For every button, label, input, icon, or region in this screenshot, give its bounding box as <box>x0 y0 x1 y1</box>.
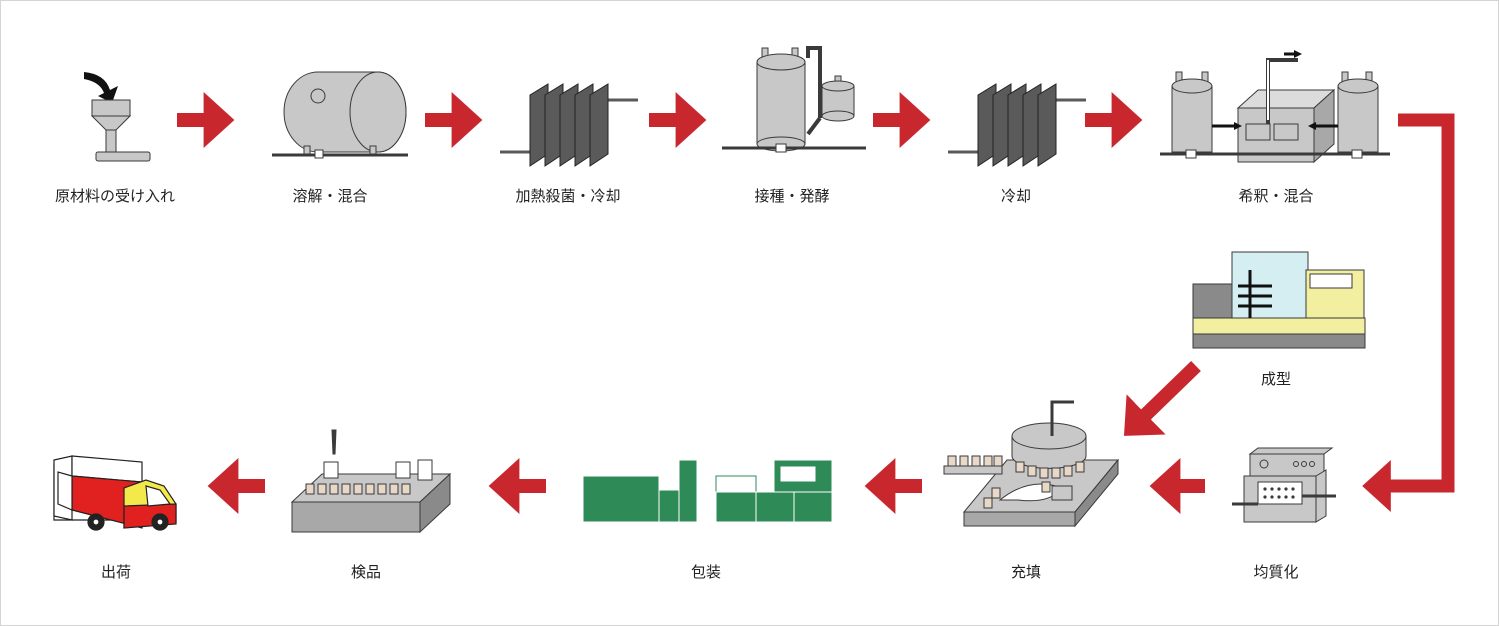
step-label-pack: 包装 <box>690 563 721 581</box>
inspection-table-icon <box>290 429 452 534</box>
step-label-dissolve: 溶解・混合 <box>292 187 368 205</box>
flow-arrows <box>177 92 1455 514</box>
step-label-inspect: 検品 <box>350 563 381 581</box>
homogenizer-icon <box>1232 447 1336 523</box>
step-label-dilute: 希釈・混合 <box>1238 187 1314 205</box>
step-label-sterilize: 加熱殺菌・冷却 <box>515 187 621 205</box>
plate-cooler-icon <box>948 83 1086 167</box>
plate-heat-exchanger-icon <box>500 83 638 167</box>
step-label-ferment: 接種・発酵 <box>754 187 830 205</box>
step-label-cool: 冷却 <box>1000 187 1031 205</box>
rotary-filler-icon <box>943 400 1120 528</box>
step-label-receiving: 原材料の受け入れ <box>54 187 175 205</box>
flow-arrow-6-elbow <box>1362 113 1455 512</box>
delivery-truck-icon <box>53 455 177 531</box>
packaging-line-icon <box>582 459 833 523</box>
horizontal-tank-icon <box>272 71 408 159</box>
fermentation-tank-icon <box>722 46 866 153</box>
funnel-hopper-icon <box>84 72 151 162</box>
step-label-fill: 充填 <box>1010 563 1041 581</box>
molding-machine-icon <box>1192 251 1366 349</box>
flow-arrow-8-diagonal <box>1123 360 1201 436</box>
step-label-homogenize: 均質化 <box>1253 563 1299 581</box>
step-label-mold: 成型 <box>1260 370 1291 388</box>
step-label-ship: 出荷 <box>100 563 131 581</box>
mixing-unit-icon <box>1160 50 1390 164</box>
